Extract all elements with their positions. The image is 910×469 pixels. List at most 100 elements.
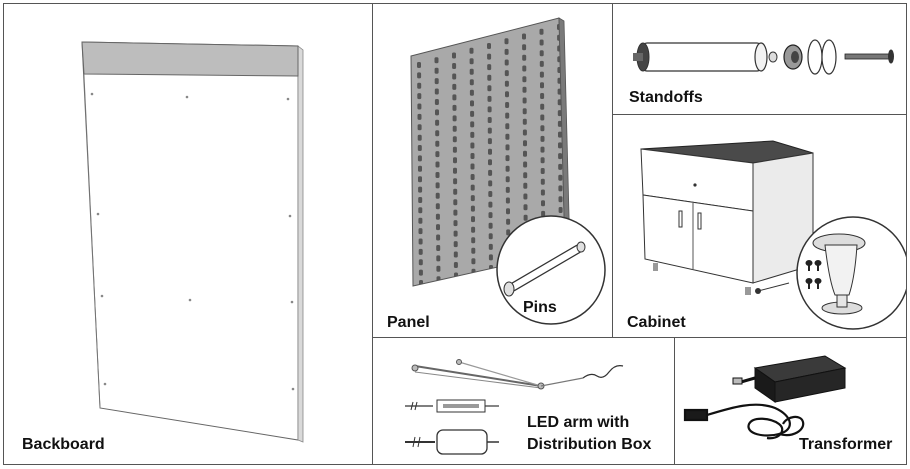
panel-slot — [453, 209, 458, 216]
panel-slot — [418, 217, 423, 224]
panel-slot — [523, 161, 528, 168]
panel-slot — [504, 38, 509, 45]
panel-slot — [418, 269, 423, 276]
panel-slot — [487, 53, 492, 60]
panel-slot — [504, 59, 509, 66]
panel-slot — [540, 157, 545, 164]
panel-slot — [557, 110, 562, 117]
panel-slot — [435, 151, 440, 158]
panel-slot — [452, 146, 457, 153]
standoff-tube-icon — [633, 42, 768, 72]
distribution-box-icon — [405, 399, 499, 455]
panel-slot — [435, 130, 440, 137]
panel-slot — [522, 33, 526, 40]
panel-slot — [453, 188, 458, 195]
panel-slot — [487, 95, 492, 102]
standoffs-cell: Standoffs — [612, 3, 907, 116]
transformer-cell: Transformer — [674, 337, 907, 465]
panel-slot — [470, 184, 475, 191]
panel-slot — [505, 91, 509, 98]
transformer-illustration — [683, 355, 847, 440]
panel-slot — [487, 64, 492, 71]
panel-slot — [471, 226, 476, 233]
panel-slot — [539, 60, 544, 67]
pins-label: Pins — [523, 299, 557, 316]
panel-slot — [469, 68, 474, 75]
led-arm-cell: LED arm with Distribution Box — [372, 337, 676, 465]
screw-icon — [844, 49, 894, 64]
panel-slot — [506, 218, 511, 225]
panel-slot — [469, 47, 474, 54]
panel-slot — [505, 102, 510, 108]
standoffs-label: Standoffs — [629, 89, 703, 106]
panel-slot — [471, 216, 475, 223]
transformer-label: Transformer — [799, 436, 893, 453]
panel-slot — [506, 208, 510, 215]
panel-slot — [469, 79, 474, 86]
panel-slot — [487, 85, 492, 92]
panel-slot — [434, 78, 439, 85]
panel-slot — [505, 123, 510, 130]
panel-slot — [540, 168, 545, 174]
panel-slot — [417, 134, 422, 141]
panel-slot — [523, 140, 527, 147]
panel-slot — [540, 178, 545, 185]
panel-slot — [558, 131, 562, 138]
panel-slot — [417, 155, 422, 162]
panel-slot — [417, 93, 422, 100]
panel-slot — [523, 172, 528, 179]
panel-slot — [539, 39, 544, 46]
panel-slot — [522, 65, 527, 72]
transformer-icon — [732, 355, 847, 403]
panel-slot — [487, 43, 491, 49]
panel-slot — [488, 169, 493, 176]
panel-slot — [522, 44, 527, 51]
panel-cell: Panel Pins — [372, 3, 614, 339]
panel-slot — [469, 89, 474, 96]
panel-slot — [522, 54, 527, 61]
backboard-cell: Backboard — [3, 3, 373, 465]
panel-slot — [488, 222, 493, 229]
panel-slot — [417, 72, 422, 79]
panel-slot — [558, 153, 563, 160]
panel-slot — [505, 144, 510, 151]
panel-slot — [434, 88, 439, 95]
panel-slot — [488, 233, 493, 240]
panel-slot — [418, 186, 423, 193]
panel-slot — [557, 77, 562, 84]
led-arm-illustration — [405, 359, 624, 455]
panel-slot — [453, 241, 458, 248]
panel-slot — [540, 103, 545, 110]
power-cord-icon — [683, 403, 805, 440]
panel-slot — [488, 254, 493, 261]
panel-slot — [557, 99, 562, 106]
panel-slot — [435, 203, 440, 210]
panel-slot — [540, 135, 545, 142]
panel-slot — [418, 176, 422, 183]
panel-slot — [453, 199, 458, 206]
led-arm-label-line2: Distribution Box — [527, 436, 652, 453]
panel-slot — [488, 201, 493, 208]
panel-slot — [452, 104, 457, 111]
panel-slot — [436, 276, 441, 283]
panel-slot — [452, 63, 457, 69]
panel-slot — [435, 161, 440, 168]
panel-slot — [523, 150, 527, 157]
panel-slot — [453, 220, 458, 227]
panel-slot — [505, 176, 510, 183]
panel-slot — [505, 165, 510, 172]
panel-slot — [452, 52, 456, 59]
panel-slot — [522, 129, 527, 136]
panel-slot — [539, 50, 544, 57]
panel-slot — [523, 204, 528, 211]
panel-slot — [471, 237, 476, 244]
panel-slot — [471, 268, 476, 275]
panel-slot — [435, 192, 440, 199]
panel-slot — [487, 106, 492, 113]
panel-slot — [418, 207, 423, 214]
panel-slot — [452, 73, 457, 80]
panel-slot — [523, 193, 528, 200]
panel-slot — [470, 131, 475, 138]
panel-slot — [417, 62, 421, 68]
